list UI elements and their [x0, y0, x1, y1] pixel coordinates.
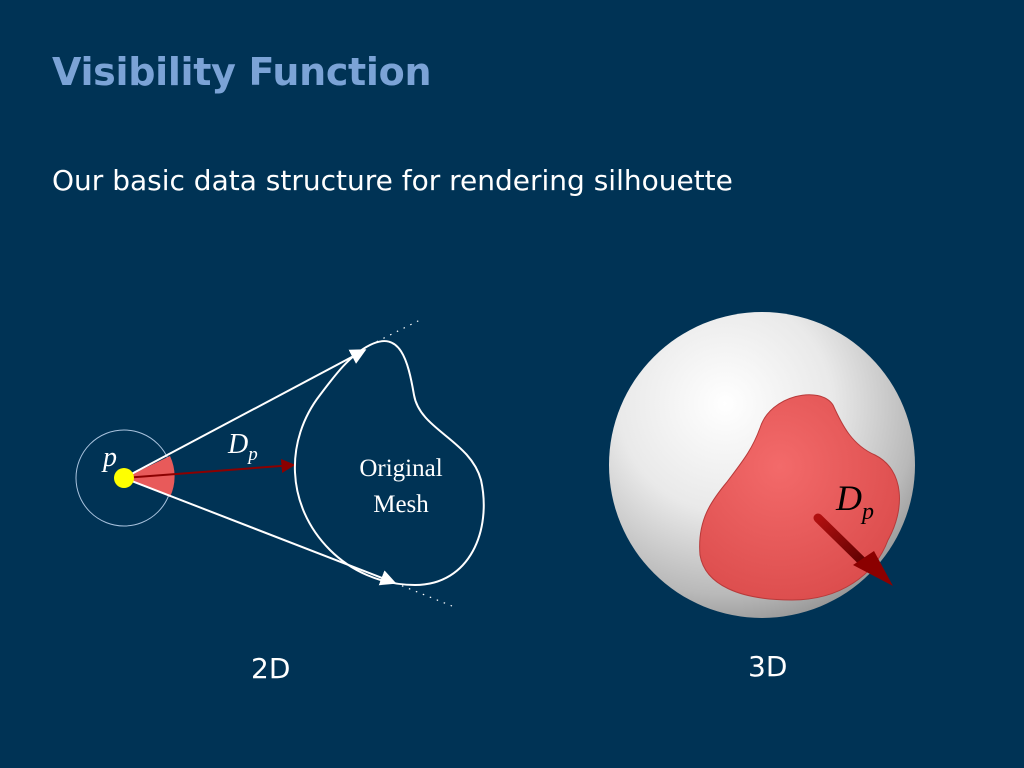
direction-arrow-3d-head: [853, 551, 893, 586]
direction-label-2d-sub: p: [246, 444, 258, 465]
diagram-3d: Dp: [609, 312, 915, 618]
caption-3d: 3D: [748, 650, 788, 683]
mesh-label-line2: Mesh: [373, 491, 429, 518]
point-label: p: [101, 442, 117, 473]
mesh-label-line1: Original: [359, 455, 442, 482]
direction-arrow-2d: [123, 458, 296, 479]
viewpoint-dot: [114, 468, 134, 488]
direction-label-2d: Dp: [227, 429, 258, 465]
direction-label-3d-sub: p: [860, 499, 874, 525]
lower-tangent-arrow: [123, 477, 397, 586]
caption-2d: 2D: [251, 652, 291, 685]
slide-subtitle: Our basic data structure for rendering s…: [52, 164, 733, 197]
direction-label-3d-main: D: [835, 478, 862, 518]
mesh-outline: [294, 340, 485, 587]
slide-title: Visibility Function: [52, 50, 432, 94]
lower-dotted-extension: [394, 582, 453, 607]
upper-dotted-extension: [369, 319, 421, 346]
direction-label-3d: Dp: [835, 478, 874, 525]
upper-tangent-arrow: [123, 349, 367, 479]
direction-label-2d-main: D: [227, 429, 248, 460]
direction-arrow-3d-shaft: [813, 513, 871, 570]
diagram-2d: p Dp Original Mesh: [75, 319, 485, 607]
